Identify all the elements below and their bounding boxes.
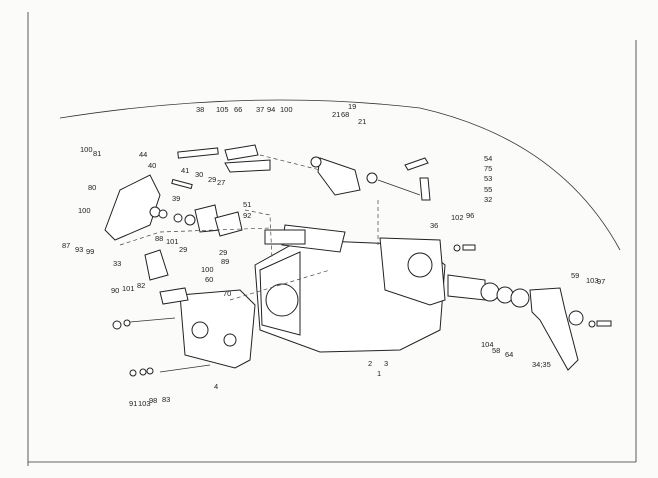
- part-label: 34;35: [532, 360, 551, 369]
- part-label: 104: [481, 340, 494, 349]
- part-label: 82: [137, 281, 145, 290]
- part-label: 83: [162, 395, 170, 404]
- part-label: 75: [484, 164, 492, 173]
- part-label: 30: [195, 170, 203, 179]
- part-label: 66: [234, 105, 242, 114]
- part-label: 87: [62, 241, 70, 250]
- part-label: 100: [280, 105, 293, 114]
- part-label: 101: [122, 284, 135, 293]
- part-label: 100: [201, 265, 214, 274]
- part-label: 40: [148, 161, 156, 170]
- part-label: 41: [181, 166, 189, 175]
- lever-bracket: [104, 174, 169, 281]
- part-label: 101: [166, 237, 179, 246]
- part-label: 55: [484, 185, 492, 194]
- control-valve-block: [159, 287, 256, 369]
- part-label: 32: [484, 195, 492, 204]
- part-label: 37: [256, 105, 264, 114]
- part-label: 100: [80, 145, 93, 154]
- part-label: 59: [571, 271, 579, 280]
- part-label: 100: [78, 206, 91, 215]
- part-label: 103: [138, 399, 151, 408]
- part-label: 88: [155, 234, 163, 243]
- part-label: 68: [341, 110, 349, 119]
- part-label: 70: [223, 289, 231, 298]
- part-label: 19: [348, 102, 356, 111]
- part-label: 29: [208, 175, 216, 184]
- part-label: 33: [113, 259, 121, 268]
- part-label: 21: [358, 117, 366, 126]
- shafts-and-parts: [112, 144, 612, 377]
- part-label: 81: [93, 149, 101, 158]
- part-label: 94: [267, 105, 275, 114]
- part-label: 64: [505, 350, 513, 359]
- part-label: 96: [466, 211, 474, 220]
- part-label: 80: [88, 183, 96, 192]
- part-label: 2: [368, 359, 372, 368]
- part-label: 54: [484, 154, 492, 163]
- housing-main: [254, 224, 446, 353]
- part-label: 58: [492, 346, 500, 355]
- dashed-leaders: [119, 154, 379, 301]
- part-label: 1: [377, 369, 381, 378]
- part-label: 97: [597, 277, 605, 286]
- part-label: 99: [86, 247, 94, 256]
- part-label: 98: [149, 396, 157, 405]
- part-label: 60: [205, 275, 213, 284]
- part-label: 90: [111, 286, 119, 295]
- part-label: 91: [129, 399, 137, 408]
- part-label: 53: [484, 174, 492, 183]
- part-label: 4: [214, 382, 218, 391]
- part-label: 29: [219, 248, 227, 257]
- part-label: 38: [196, 105, 204, 114]
- part-label: 93: [75, 245, 83, 254]
- part-label: 105: [216, 105, 229, 114]
- part-label: 21: [332, 110, 340, 119]
- part-label: 36: [430, 221, 438, 230]
- part-label: 89: [221, 257, 229, 266]
- part-label: 51: [243, 200, 251, 209]
- part-label: 29: [179, 245, 187, 254]
- part-label: 44: [139, 150, 147, 159]
- part-label: 92: [243, 211, 251, 220]
- part-label: 102: [451, 213, 464, 222]
- part-label: 27: [217, 178, 225, 187]
- part-label: 39: [172, 194, 180, 203]
- part-label: 3: [384, 359, 388, 368]
- page-frame: [27, 12, 637, 466]
- part-label: 103: [586, 276, 599, 285]
